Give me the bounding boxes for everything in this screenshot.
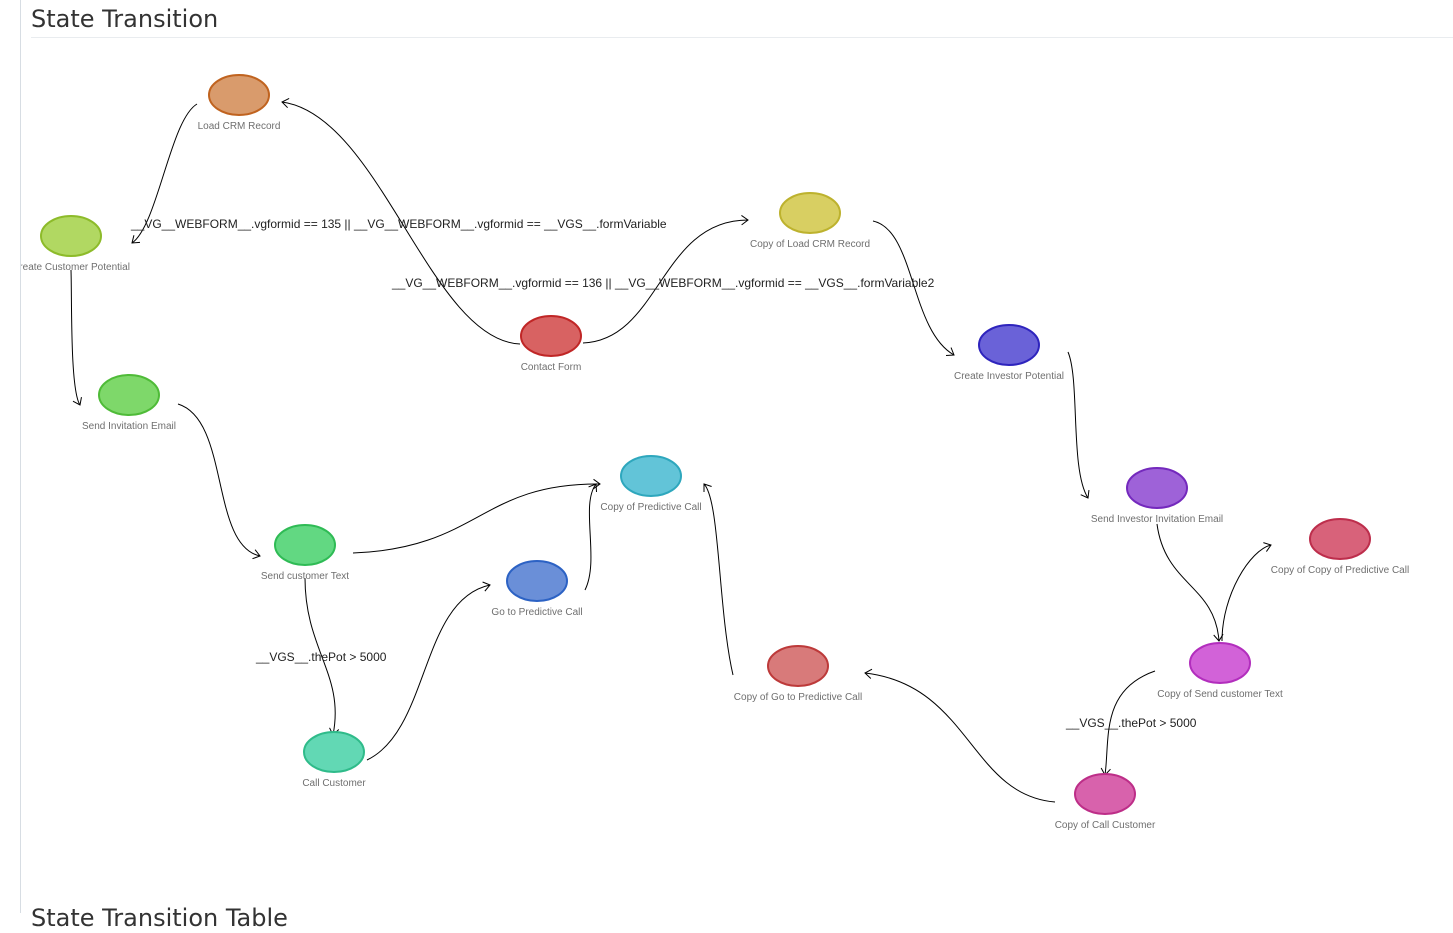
state-node-send-invitation-email[interactable]: Send Invitation Email <box>82 374 176 432</box>
state-node-label: Copy of Load CRM Record <box>750 239 870 250</box>
edge-copy-call-customer-to-copy-go-to-predictive-call[interactable] <box>864 672 1056 803</box>
state-node-contact-form[interactable]: Contact Form <box>520 315 582 373</box>
state-node-shape[interactable] <box>1309 518 1371 560</box>
state-node-label: Send customer Text <box>261 571 349 582</box>
edge-call-customer-to-go-to-predictive-call[interactable] <box>366 584 491 761</box>
state-node-create-customer-potential[interactable]: Create Customer Potential <box>12 215 130 273</box>
edge-send-invitation-email-to-send-customer-text-arrowhead <box>252 549 261 560</box>
left-border <box>20 0 21 913</box>
edge-contact-form-to-copy-load-crm-arrowhead <box>741 215 749 226</box>
edge-copy-send-customer-text-to-copy-call-customer[interactable] <box>1104 670 1156 776</box>
graph-canvas: __VG__WEBFORM__.vgformid == 135 || __VG_… <box>12 74 1409 831</box>
edge-contact-form-to-load-crm[interactable] <box>281 101 521 345</box>
state-node-shape[interactable] <box>506 560 568 602</box>
state-node-send-customer-text[interactable]: Send customer Text <box>261 524 349 582</box>
condition-label-pot-left: __VGS__.thePot > 5000 <box>255 650 387 664</box>
edge-contact-form-to-load-crm-arrowhead <box>281 97 290 109</box>
state-node-shape[interactable] <box>1126 467 1188 509</box>
state-node-shape[interactable] <box>978 324 1040 366</box>
state-node-copy-of-load-crm-record[interactable]: Copy of Load CRM Record <box>750 192 870 250</box>
state-node-shape[interactable] <box>274 524 336 566</box>
edge-send-invitation-email-to-send-customer-text[interactable] <box>177 403 261 557</box>
state-node-create-investor-potential[interactable]: Create Investor Potential <box>954 324 1064 382</box>
edge-load-crm-to-create-customer-potential[interactable] <box>131 103 198 244</box>
state-node-shape[interactable] <box>208 74 270 116</box>
state-node-label: Call Customer <box>302 778 366 789</box>
state-node-call-customer[interactable]: Call Customer <box>302 731 366 789</box>
edge-copy-go-to-predictive-call-to-copy-predictive-call-arrowhead <box>703 483 712 493</box>
arrowheads-layer <box>72 97 1272 776</box>
state-node-label: Copy of Predictive Call <box>600 502 701 513</box>
condition-label-pot-right: __VGS__.thePot > 5000 <box>1065 716 1197 730</box>
state-node-label: Copy of Call Customer <box>1055 820 1156 831</box>
state-node-go-to-predictive-call[interactable]: Go to Predictive Call <box>491 560 583 618</box>
state-node-copy-of-predictive-call[interactable]: Copy of Predictive Call <box>600 455 702 513</box>
state-node-label: Copy of Copy of Predictive Call <box>1271 565 1409 576</box>
state-node-shape[interactable] <box>40 215 102 257</box>
state-node-send-investor-invitation-email[interactable]: Send Investor Invitation Email <box>1091 467 1223 525</box>
state-node-label: Create Investor Potential <box>954 371 1064 382</box>
edge-copy-load-crm-to-create-investor-potential-arrowhead <box>945 347 955 357</box>
edge-load-crm-to-create-customer-potential-arrowhead <box>131 235 141 244</box>
state-transition-table-heading: State Transition Table <box>31 904 288 932</box>
state-node-copy-of-call-customer[interactable]: Copy of Call Customer <box>1055 773 1156 831</box>
edge-copy-load-crm-to-create-investor-potential[interactable] <box>872 220 955 356</box>
edge-copy-send-customer-text-to-copy-copy-predictive-call-arrowhead <box>1263 542 1272 552</box>
state-node-shape[interactable] <box>779 192 841 234</box>
state-node-label: Send Investor Invitation Email <box>1091 514 1223 525</box>
state-node-copy-of-send-customer-text[interactable]: Copy of Send customer Text <box>1157 642 1283 700</box>
state-node-copy-of-go-to-predictive-call[interactable]: Copy of Go to Predictive Call <box>734 645 862 703</box>
edge-send-customer-text-to-copy-predictive-call-arrowhead <box>593 478 601 490</box>
edge-copy-send-customer-text-to-copy-copy-predictive-call[interactable] <box>1221 544 1272 642</box>
state-node-shape[interactable] <box>1189 642 1251 684</box>
edge-contact-form-to-copy-load-crm[interactable] <box>582 219 749 344</box>
title-divider <box>31 37 1453 38</box>
state-node-shape[interactable] <box>303 731 365 773</box>
state-node-shape[interactable] <box>620 455 682 497</box>
edge-copy-call-customer-to-copy-go-to-predictive-call-arrowhead <box>864 668 873 679</box>
state-node-load-crm-record[interactable]: Load CRM Record <box>198 74 281 132</box>
condition-label-formid-136: __VG__WEBFORM__.vgformid == 136 || __VG_… <box>391 276 935 290</box>
edge-send-customer-text-to-call-customer[interactable] <box>304 577 336 736</box>
edge-send-investor-invitation-email-to-copy-send-customer-text-arrowhead <box>1213 633 1224 642</box>
state-node-label: Create Customer Potential <box>12 262 130 273</box>
state-node-label: Send Invitation Email <box>82 421 176 432</box>
state-node-shape[interactable] <box>98 374 160 416</box>
edge-create-customer-potential-to-send-invitation-email-arrowhead <box>72 397 82 406</box>
edge-copy-go-to-predictive-call-to-copy-predictive-call[interactable] <box>703 483 734 676</box>
condition-label-formid-135: __VG__WEBFORM__.vgformid == 135 || __VG_… <box>130 217 667 231</box>
edge-go-to-predictive-call-to-copy-predictive-call[interactable] <box>584 483 597 591</box>
edge-send-investor-invitation-email-to-copy-send-customer-text[interactable] <box>1156 523 1220 642</box>
state-node-shape[interactable] <box>1074 773 1136 815</box>
state-node-shape[interactable] <box>767 645 829 687</box>
edge-create-investor-potential-to-send-investor-invitation-email-arrowhead <box>1080 489 1090 499</box>
state-transition-graph: __VG__WEBFORM__.vgformid == 135 || __VG_… <box>12 74 1409 831</box>
state-node-label: Copy of Go to Predictive Call <box>734 692 862 703</box>
edge-create-investor-potential-to-send-investor-invitation-email[interactable] <box>1067 351 1089 499</box>
edge-send-customer-text-to-copy-predictive-call[interactable] <box>352 483 601 554</box>
edge-create-customer-potential-to-send-invitation-email[interactable] <box>70 269 81 406</box>
state-node-shape[interactable] <box>520 315 582 357</box>
edge-go-to-predictive-call-to-copy-predictive-call-arrowhead <box>588 483 598 493</box>
state-node-label: Contact Form <box>521 362 582 373</box>
edges-layer <box>70 101 1272 803</box>
edge-call-customer-to-go-to-predictive-call-arrowhead <box>482 581 491 592</box>
state-node-label: Go to Predictive Call <box>491 607 582 618</box>
state-node-copy-of-copy-of-predictive-call[interactable]: Copy of Copy of Predictive Call <box>1271 518 1409 576</box>
state-node-label: Copy of Send customer Text <box>1157 689 1283 700</box>
page-title: State Transition <box>31 5 219 33</box>
state-node-label: Load CRM Record <box>198 121 281 132</box>
conditions-layer: __VG__WEBFORM__.vgformid == 135 || __VG_… <box>130 217 1197 730</box>
